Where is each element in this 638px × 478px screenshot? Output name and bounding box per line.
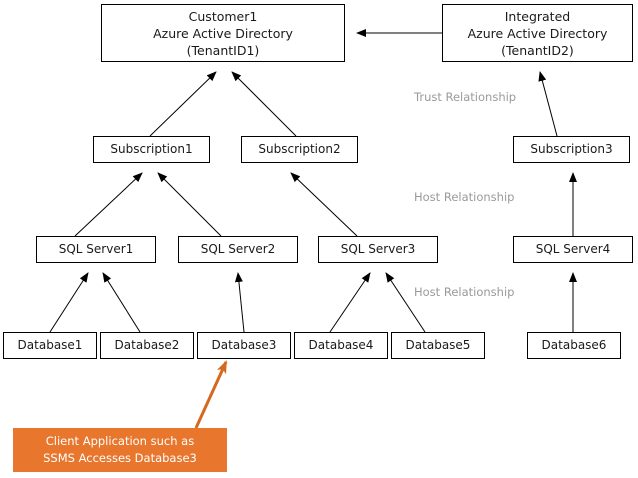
label-host-relationship-lower: Host Relationship [414,285,515,299]
edge-subscription3-to-integrated [538,71,558,137]
edge-database3-to-sqlserver2 [234,272,245,333]
node-database6[interactable]: Database6 [527,332,621,359]
edge-database2-to-sqlserver1 [102,272,141,333]
edge-subscription1-to-customer1 [149,71,217,137]
edge-database4-to-sqlserver3 [329,272,371,333]
node-integrated-aad[interactable]: Integrated Azure Active Directory (Tenan… [442,4,633,62]
edge-database5-to-sqlserver3 [385,272,426,333]
node-database5[interactable]: Database5 [391,332,485,359]
edge-callout-to-database3 [194,360,228,429]
node-customer1-aad[interactable]: Customer1 Azure Active Directory (Tenant… [101,4,345,62]
node-sql-server3[interactable]: SQL Server3 [318,236,438,263]
node-subscription3[interactable]: Subscription3 [513,136,630,163]
label-trust-relationship: Trust Relationship [414,90,517,104]
node-database2[interactable]: Database2 [100,332,194,359]
edge-sqlserver2-to-subscription1 [157,172,222,237]
node-database4[interactable]: Database4 [294,332,388,359]
node-database1[interactable]: Database1 [3,332,97,359]
edge-database1-to-sqlserver1 [49,272,89,333]
node-sql-server2[interactable]: SQL Server2 [178,236,298,263]
edge-subscription2-to-customer1 [231,71,297,137]
callout-client-application[interactable]: Client Application such as SSMS Accesses… [13,428,227,472]
label-host-relationship-upper: Host Relationship [414,190,515,204]
node-sql-server4[interactable]: SQL Server4 [513,236,633,263]
edge-sqlserver1-to-subscription1 [74,172,143,237]
node-subscription2[interactable]: Subscription2 [241,136,358,163]
node-sql-server1[interactable]: SQL Server1 [36,236,156,263]
node-database3[interactable]: Database3 [197,332,291,359]
node-subscription1[interactable]: Subscription1 [93,136,210,163]
edge-sqlserver3-to-subscription2 [290,172,358,237]
